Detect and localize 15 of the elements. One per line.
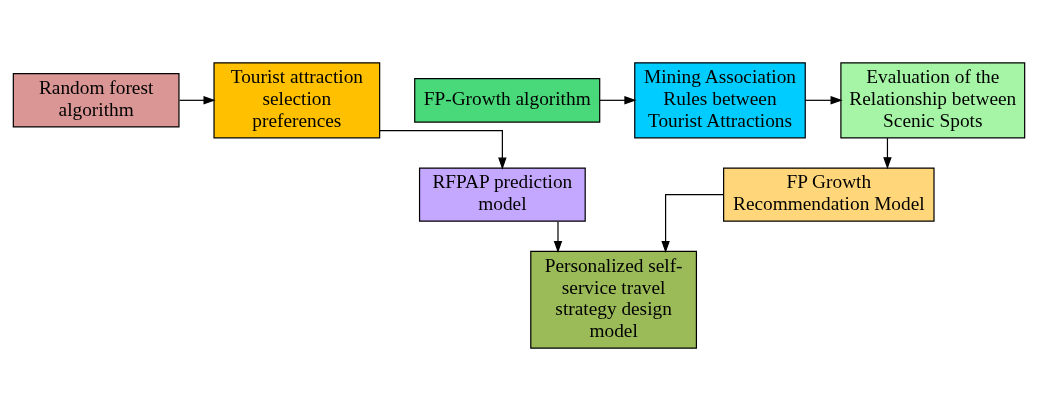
node-box: FP-Growth algorithm <box>414 77 601 123</box>
arrow <box>553 220 563 253</box>
node-box: Personalized self-service travel strategy design model <box>530 250 698 349</box>
arrow <box>599 95 637 105</box>
arrow <box>804 95 843 105</box>
arrow <box>883 137 892 169</box>
node-box: Evaluation of the Relationship between Scenic Spots <box>840 61 1026 138</box>
arrow <box>661 193 725 253</box>
node-box: Mining Association Rules between Tourist Attractions <box>634 61 806 138</box>
node-box: Random forest algorithm <box>12 72 180 127</box>
arrow <box>178 95 216 105</box>
node-box: Tourist attraction selection preferences <box>213 61 381 138</box>
node-box: FP Growth Recommendation Model <box>723 166 935 222</box>
node-box: RFPAP prediction model <box>418 166 586 222</box>
arrow <box>379 129 507 170</box>
